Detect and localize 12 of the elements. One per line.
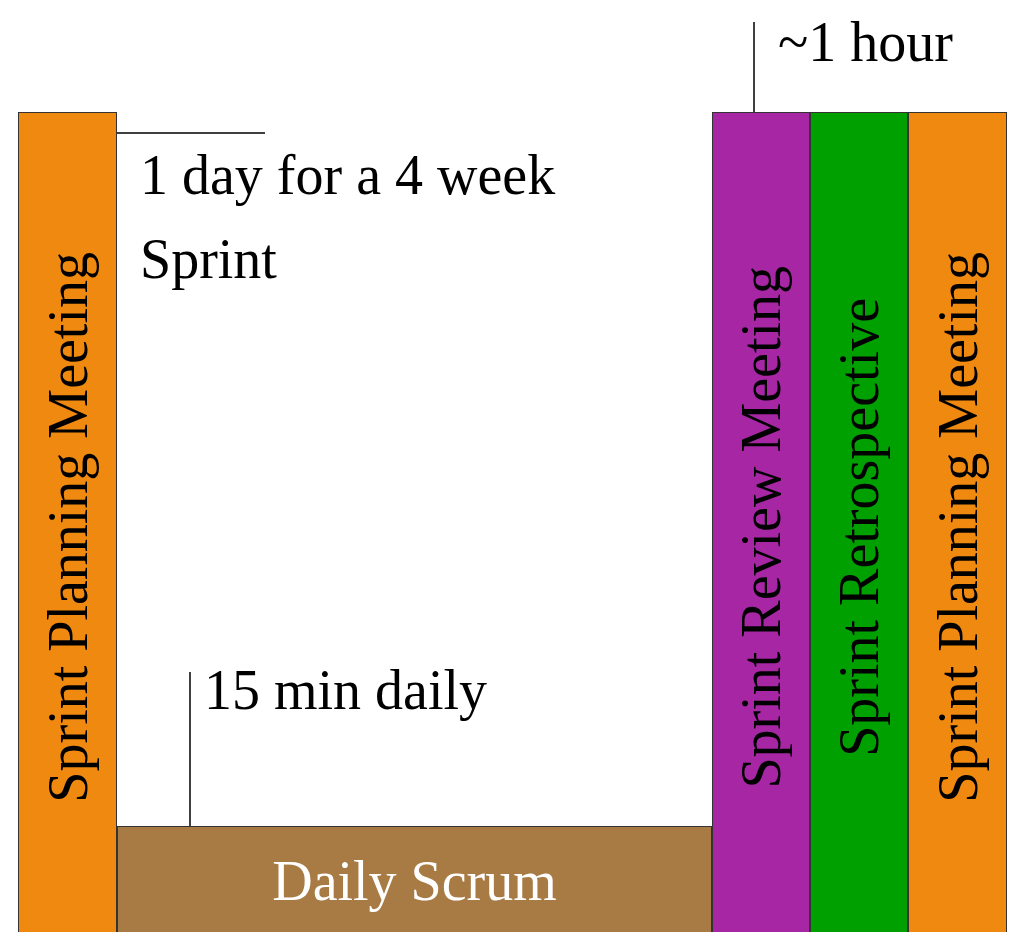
meeting-bar — [908, 112, 1007, 932]
leader-line — [116, 132, 266, 134]
duration-note: 15 min daily — [204, 658, 489, 723]
meeting-name: Daily Scrum — [272, 849, 557, 913]
duration-note: ~1 hour — [778, 10, 954, 75]
leader-line — [753, 21, 755, 113]
meeting-bar — [18, 112, 117, 932]
meeting-bar — [712, 112, 810, 932]
meeting-bar — [117, 826, 712, 932]
duration-note: 1 day for a 4 week Sprint — [140, 143, 557, 292]
meeting-bar — [810, 112, 908, 932]
leader-line — [189, 671, 191, 827]
